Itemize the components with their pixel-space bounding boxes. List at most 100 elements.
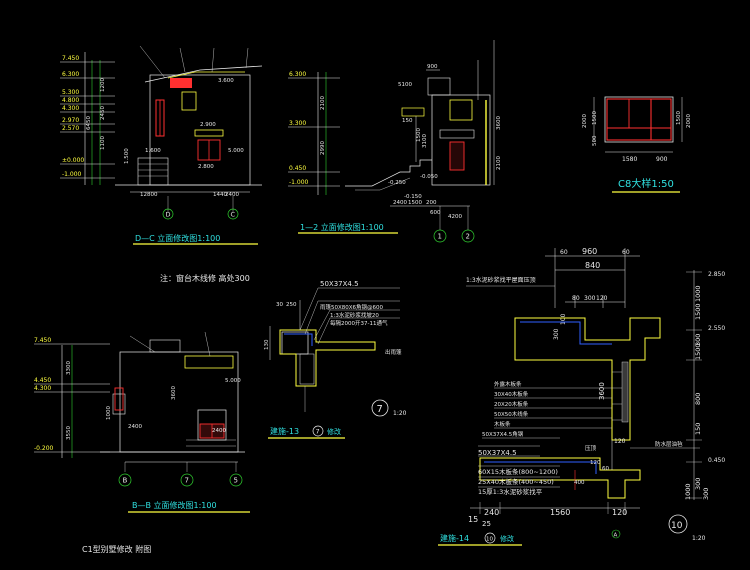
dim-label: 30 [276,302,283,308]
dim-label: 2400 [212,428,226,434]
dim-label: 2990 [320,141,326,155]
callout-text: 50X37X4.5 [320,280,359,288]
dim-label: 200 [426,200,437,206]
level-label: -0.200 [34,445,54,452]
dim-label: 130 [264,339,270,350]
dim-label: 3300 [66,361,72,375]
level-label: 6.300 [289,71,306,78]
level-label: 4.300 [62,105,79,112]
dim-label: 2000 [582,114,588,128]
window-detail-c8: 1580 900 1500 2000 1500 2000 500 C8大样1:5… [582,96,692,193]
detail-ref: 7 [316,428,320,436]
callout-text: 每隔2000开37-11通气 [330,319,388,327]
dim-label: 150 [694,423,702,435]
axis-bubble: 7 [185,477,189,485]
level-label: -0.150 [404,194,422,200]
level-label: 2.550 [708,325,725,332]
dim-label: 600 [430,210,441,216]
callout-text: 外露木板条 [494,380,522,388]
dim-label: 1560 [550,508,570,517]
dim-label: 120 [614,438,626,445]
dim-label: 1500 [416,128,422,142]
dim-label: 840 [585,261,600,270]
dim-label: 1500 [408,200,422,206]
dim-label: 300 [702,488,710,500]
callout-text: 50X50木线条 [494,410,529,418]
callout-text: 雨篷50X80X6角钢@600 [320,303,384,311]
level-label: 7.450 [62,55,79,62]
dim-label: 3550 [66,426,72,440]
dim-label: 120 [596,295,608,302]
dim-label: 25 [482,520,491,528]
detail-ref: 10 [486,537,493,543]
drawing-title: B—B 立面修改图1:100 [132,500,217,510]
axis-bubble: 1 [438,233,442,241]
dim-label: 1000 [694,285,702,302]
drawing-title: 1—2 立面修改图1:100 [300,222,384,232]
dim-label: 2100 [320,96,326,110]
axis-bubble: 5 [234,477,238,485]
dim-label: 960 [582,247,597,256]
dim-label: 3600 [171,386,177,400]
detail-title: 建施-13 [270,426,299,436]
axis-bubble: B [123,477,128,485]
level-label: ±0.000 [62,157,84,164]
detail-mark: 10 [671,521,683,531]
dim-label: 3600 [496,116,502,130]
callout-text: 1.600 [145,148,161,154]
level-label: 0.450 [289,165,306,172]
dim-label: 60 [622,249,630,256]
callout-text: 50X37X4.5 [478,449,517,457]
level-label: -0.250 [388,180,406,186]
callout-text: 3.600 [218,78,234,84]
detail-mark: 7 [377,404,383,415]
dim-label: 3600 [598,382,606,400]
callout-text: 木板条 [494,420,511,428]
dim-label: 250 [286,302,297,308]
callout-text: 30X40木板条 [494,390,529,398]
axis-bubble: A [614,533,618,539]
callout-text: 1:3水泥砂浆找坡20 [330,311,379,319]
callout-text: 20X20木板条 [494,400,529,408]
detail-title: 建施-14 [440,533,469,543]
callout-text: 1.500 [124,148,130,164]
dim-label: 500 [592,135,598,146]
dim-label: 2400 [128,424,142,430]
dim-label: 400 [574,480,585,486]
detail-scale: 1:20 [692,535,706,542]
elevation-1-2: 6.300 3.300 0.450 -1.000 2100 2990 900 5… [288,40,502,243]
axis-bubble: C [231,211,236,219]
dim-label: 12800 [140,192,158,198]
dim-label: 120 [590,460,601,466]
detail-suffix: 修改 [327,427,341,436]
level-label: 2.850 [708,271,725,278]
callout-text: 防水层油毡 [655,440,683,448]
dim-label: 1580 [622,156,637,163]
dim-label: 5100 [398,82,412,88]
dim-label: 1500 [694,303,702,320]
callout-text: 出雨篷 [385,348,402,356]
dim-label: 60 [602,466,609,472]
dim-label: 1000 [684,483,692,500]
general-note: 注：窗台木线修 高处300 [160,273,250,283]
dim-label: 150 [402,118,413,124]
dim-label: 3100 [422,134,428,148]
level-label: 5.300 [62,89,79,96]
dim-label: 1500 [592,111,598,125]
callout-text: 2.800 [198,164,214,170]
axis-bubble: 2 [466,233,470,241]
dim-label: 2400 [225,192,239,198]
level-label: 4.450 [34,377,51,384]
dim-label: 300 [553,328,560,340]
dim-label: 300 [584,295,596,302]
axis-bubble: D [166,211,171,219]
level-label: 2.570 [62,125,79,132]
dim-label: 2400 [393,200,407,206]
dim-label: 2450 [100,106,106,120]
dim-label: 15 [468,515,478,524]
dim-label: 4200 [448,214,462,220]
dim-label: 1500 [694,343,702,360]
callout-text: 1:3水泥砂浆找平屋面压顶 [466,276,536,284]
dim-label: 2000 [686,114,692,128]
